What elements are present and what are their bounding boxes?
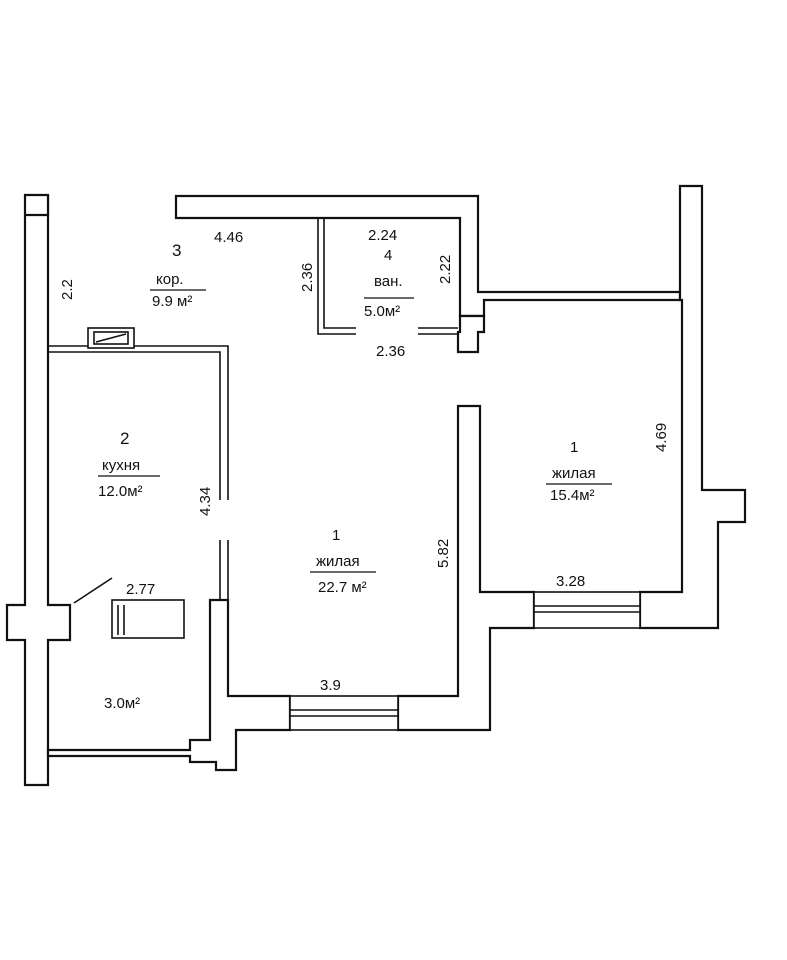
living-main-area: 22.7 м²: [318, 579, 367, 596]
corridor-name: кор.: [156, 271, 184, 288]
bathroom-partition: [317, 218, 356, 335]
kitchen-door-swing: [73, 577, 113, 604]
dim-living-second-width: 3.28: [556, 573, 585, 590]
kitchen-right-partition-lower: [219, 540, 229, 600]
bathroom-number: 4: [384, 247, 392, 264]
kitchen-name: кухня: [102, 457, 140, 474]
dim-corridor-width: 4.46: [214, 229, 243, 246]
living-main-name: жилая: [316, 553, 360, 570]
dim-bath-width-bottom: 2.36: [376, 343, 405, 360]
corridor-area: 9.9 м²: [152, 293, 192, 310]
corridor-number: 3: [172, 241, 181, 260]
ventilation-shaft-inner: [93, 331, 129, 345]
living-main-number: 1: [332, 527, 340, 544]
kitchen-number: 2: [120, 429, 129, 448]
kitchen-top-partition: [48, 345, 229, 500]
living-second-number: 1: [570, 439, 578, 456]
dim-bath-right: 2.22: [437, 255, 454, 284]
left-exterior-wall: [5, 193, 72, 787]
top-wall: [174, 194, 682, 318]
ventilation-diagonal: [95, 333, 127, 343]
dim-kitchen-depth: 4.34: [197, 487, 214, 516]
balcony-area: 3.0м²: [104, 695, 140, 712]
second-living-window: [533, 591, 641, 629]
dim-living-second-depth: 4.69: [653, 423, 670, 452]
dim-living-main-width: 3.9: [320, 677, 341, 694]
bathroom-name: ван.: [374, 273, 403, 290]
main-living-window: [289, 695, 399, 731]
kitchen-area: 12.0м²: [98, 483, 143, 500]
living-partition-wall: [396, 404, 536, 732]
living-second-name: жилая: [552, 465, 596, 482]
dim-bath-left: 2.36: [299, 263, 316, 292]
dim-bath-width-top: 2.24: [368, 227, 397, 244]
top-left-wall-cap: [25, 195, 50, 217]
bathroom-door-stub: [418, 327, 458, 335]
dim-kitchen-width: 2.77: [126, 581, 155, 598]
dim-corridor-depth: 2.2: [59, 279, 76, 300]
living-second-area: 15.4м²: [550, 487, 595, 504]
bath-room-partition: [456, 314, 486, 354]
bathroom-area: 5.0м²: [364, 303, 400, 320]
dim-living-main-depth: 5.82: [435, 539, 452, 568]
balcony-window: [111, 599, 185, 639]
right-exterior-wall: [638, 184, 747, 630]
